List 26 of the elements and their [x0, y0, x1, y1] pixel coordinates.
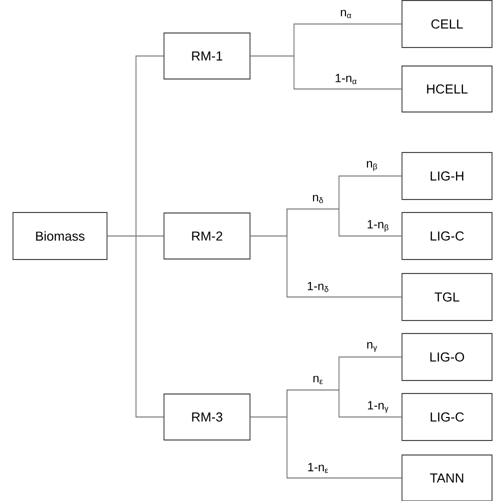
process-box: RM-1: [164, 32, 250, 80]
edge-label: n$_{α}$: [340, 10, 352, 18]
process-box: CELL: [402, 0, 492, 48]
process-box: Biomass: [12, 212, 108, 260]
edge-label: 1-n$_{ε}$: [308, 462, 328, 474]
process-box: LIG-O: [402, 333, 492, 381]
branch-label: n$_{ε}$: [313, 376, 323, 384]
process-box: LIG-H: [402, 152, 492, 200]
edge-label: n$_{β}$: [366, 161, 378, 171]
edge-label: 1-n$_{δ}$: [308, 282, 328, 292]
edge-label: 1-n$_{γ}$: [368, 401, 388, 413]
process-box: LIG-C: [402, 393, 492, 441]
connector-line: [250, 236, 402, 298]
edge-label: 1-n$_{α}$: [336, 74, 356, 84]
connector-line: [250, 416, 402, 478]
process-box: TANN: [402, 454, 492, 501]
process-box: RM-2: [164, 212, 250, 260]
connector-line: [250, 56, 402, 90]
process-box: RM-3: [164, 394, 250, 440]
branch-label: n$_{δ}$: [313, 194, 323, 204]
edge-label: 1-n$_{β}$: [368, 220, 388, 232]
process-box: LIG-C: [402, 212, 492, 260]
connector-line: [107, 236, 164, 418]
process-box: TGL: [402, 273, 492, 321]
process-box: HCELL: [402, 66, 492, 112]
edge-label: n$_{γ}$: [367, 342, 378, 352]
